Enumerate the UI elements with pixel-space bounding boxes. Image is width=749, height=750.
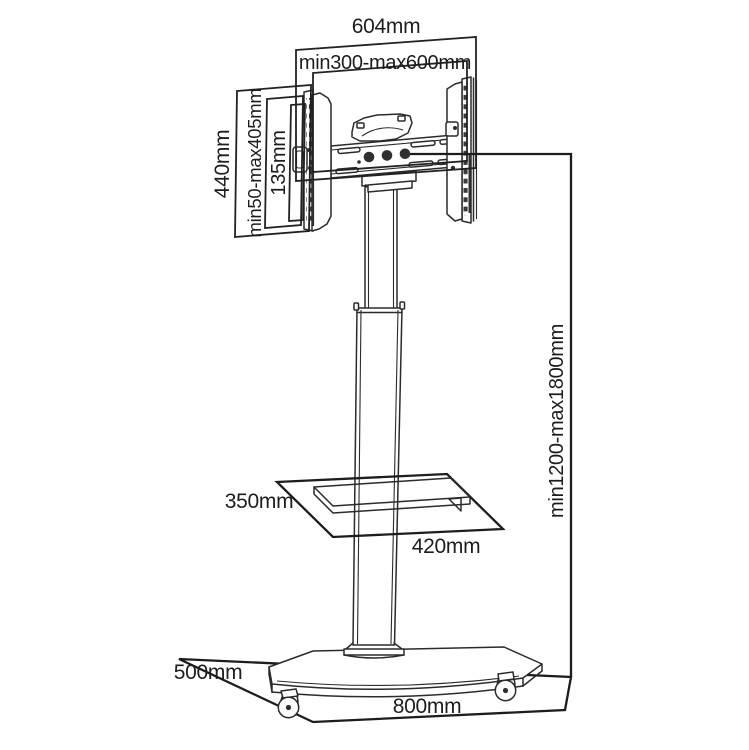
dimension-box-plate-height — [288, 103, 306, 222]
dim-label-shelf-width: 420mm — [412, 535, 481, 558]
dim-label-bracket-height: 440mm — [211, 130, 234, 199]
rail-slot — [337, 146, 361, 155]
vesa-hole-strip — [306, 98, 312, 224]
base-plate — [268, 646, 543, 698]
dim-label-mount-width-range: min300-max600mm — [299, 52, 471, 74]
mount-top-plate — [351, 113, 413, 142]
pole-base-flange — [343, 642, 405, 659]
dimension-box-vesa-height — [264, 95, 304, 229]
dimension-box-bracket-height — [234, 84, 312, 238]
dim-label-shelf-depth: 350mm — [225, 490, 294, 513]
inner-pole — [364, 182, 398, 313]
caster-front-right — [494, 671, 517, 702]
rail-hole — [381, 150, 393, 161]
dimension-box-mount-width — [312, 60, 468, 173]
rail-slot — [410, 139, 436, 148]
shelf-support-bracket — [448, 497, 462, 512]
dim-label-inner-plate-height: 135mm — [268, 130, 290, 195]
dimension-labels: 604mm min300-max600mm 440mm min50-max405… — [174, 15, 568, 718]
outer-pole — [352, 301, 406, 646]
shelf — [313, 477, 471, 514]
dim-label-total-width: 604mm — [352, 15, 421, 38]
dimension-line-stand-height — [410, 152, 573, 677]
caster-front-left — [277, 688, 300, 719]
rail-hole — [399, 148, 411, 160]
dim-label-stand-height-range: min1200-max1800mm — [546, 324, 568, 518]
rail-hole — [363, 151, 375, 163]
vesa-bracket-right — [445, 76, 478, 224]
tv-hook-right — [445, 121, 459, 137]
rivet — [357, 160, 361, 164]
vesa-bracket-left — [292, 89, 332, 232]
dimension-box-total-width — [295, 36, 477, 182]
dim-label-vesa-height-range: min50-max405mm — [244, 89, 265, 238]
shelf-dimension-box — [274, 472, 506, 539]
dim-label-base-depth: 500mm — [174, 661, 243, 684]
dim-label-base-width: 800mm — [393, 695, 462, 718]
mount-rail — [330, 133, 466, 179]
